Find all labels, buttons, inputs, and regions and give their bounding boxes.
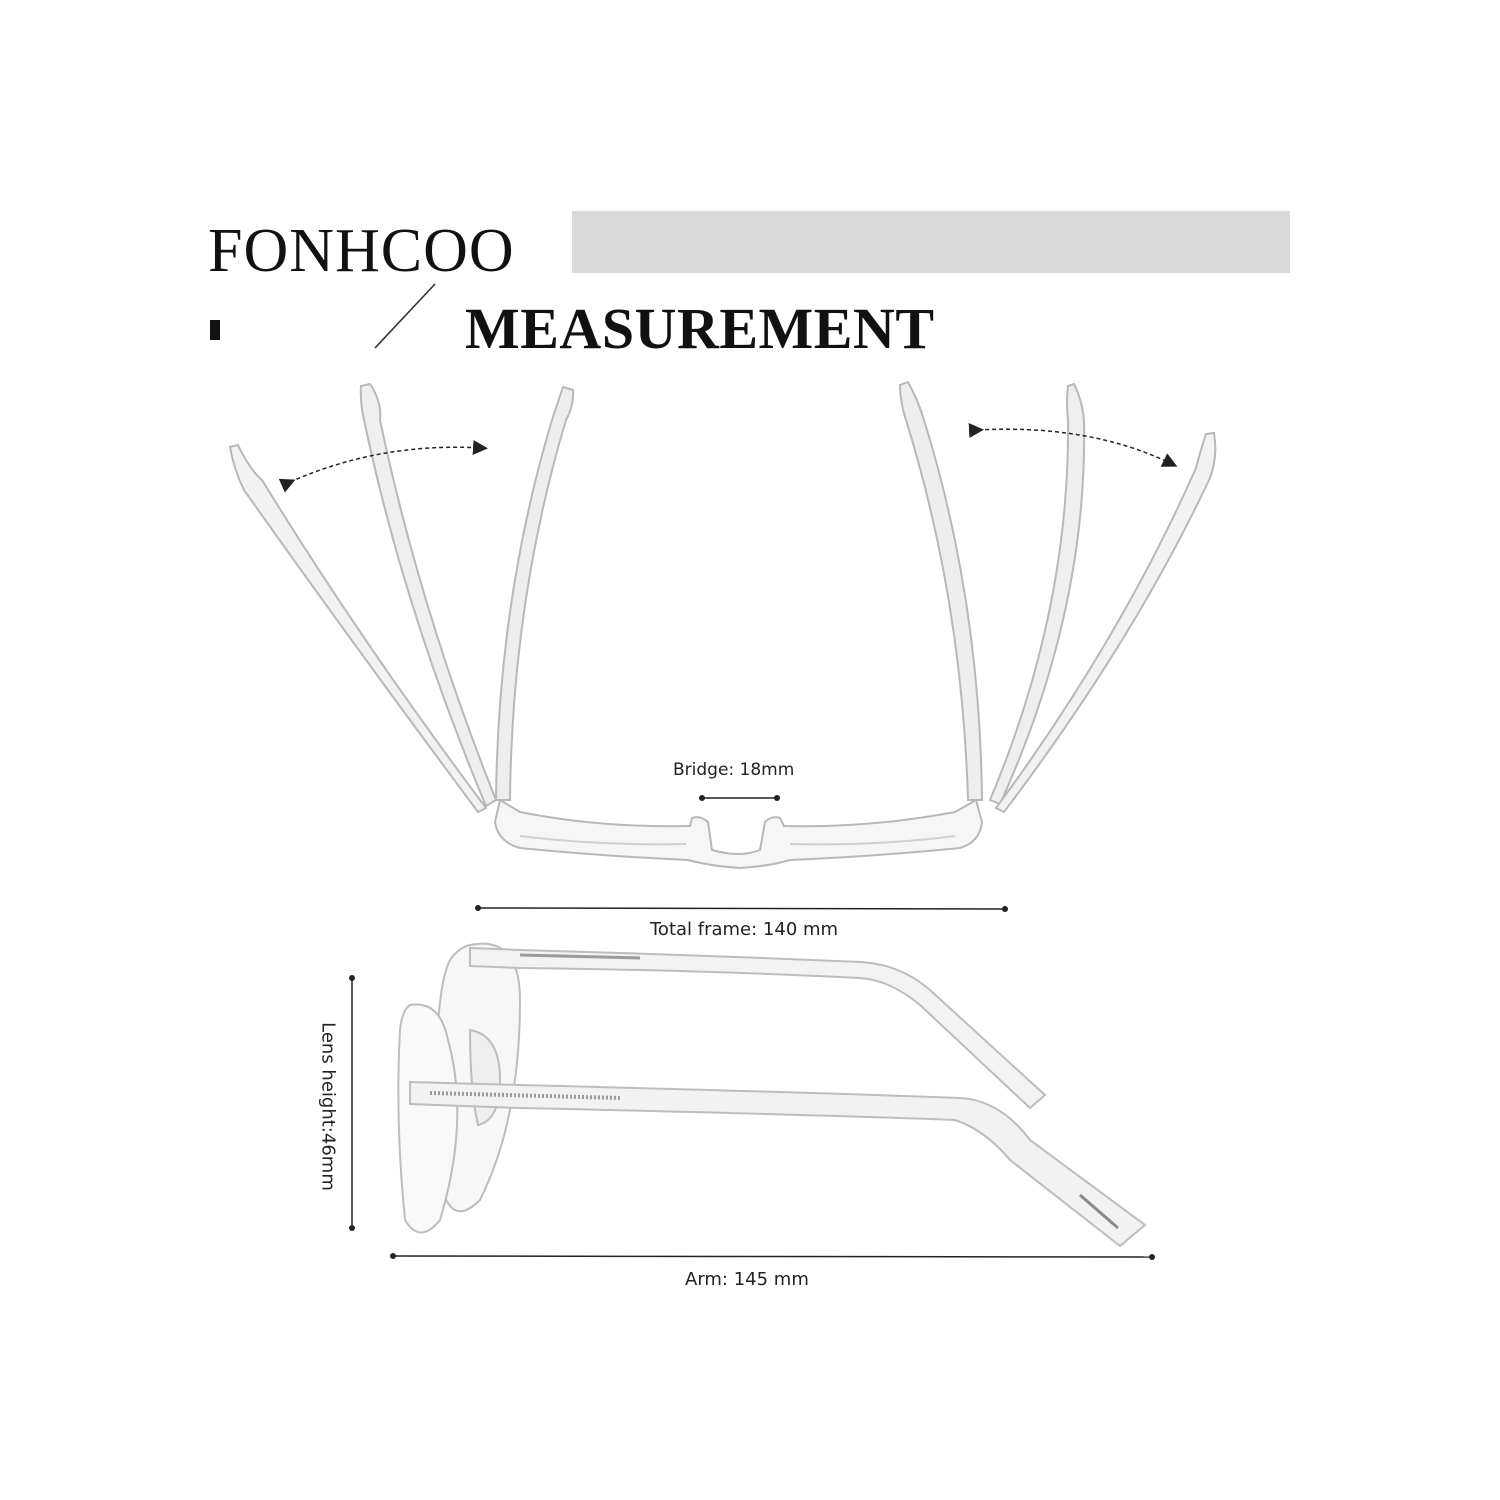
slash-divider-icon xyxy=(374,283,436,349)
glasses-side-illustration xyxy=(397,942,1147,1248)
page-title: MEASUREMENT xyxy=(465,296,935,361)
double-arrow-icon xyxy=(968,422,1178,467)
double-arrow-icon xyxy=(278,439,488,493)
square-mark xyxy=(210,320,220,340)
total-frame-dimension-line xyxy=(475,905,1008,912)
arm-label: Arm: 145 mm xyxy=(685,1269,809,1290)
bridge-label: Bridge: 18mm xyxy=(673,760,795,780)
banner-bar xyxy=(572,211,1290,273)
brand-name: FONHCOO xyxy=(208,217,515,285)
bridge-dimension-line xyxy=(699,795,780,801)
lens-height-dimension-line xyxy=(349,975,355,1231)
lens-height-label: Lens height:46mm xyxy=(317,1022,339,1191)
arm-dimension-line xyxy=(390,1253,1155,1260)
total-frame-label: Total frame: 140 mm xyxy=(650,919,839,940)
